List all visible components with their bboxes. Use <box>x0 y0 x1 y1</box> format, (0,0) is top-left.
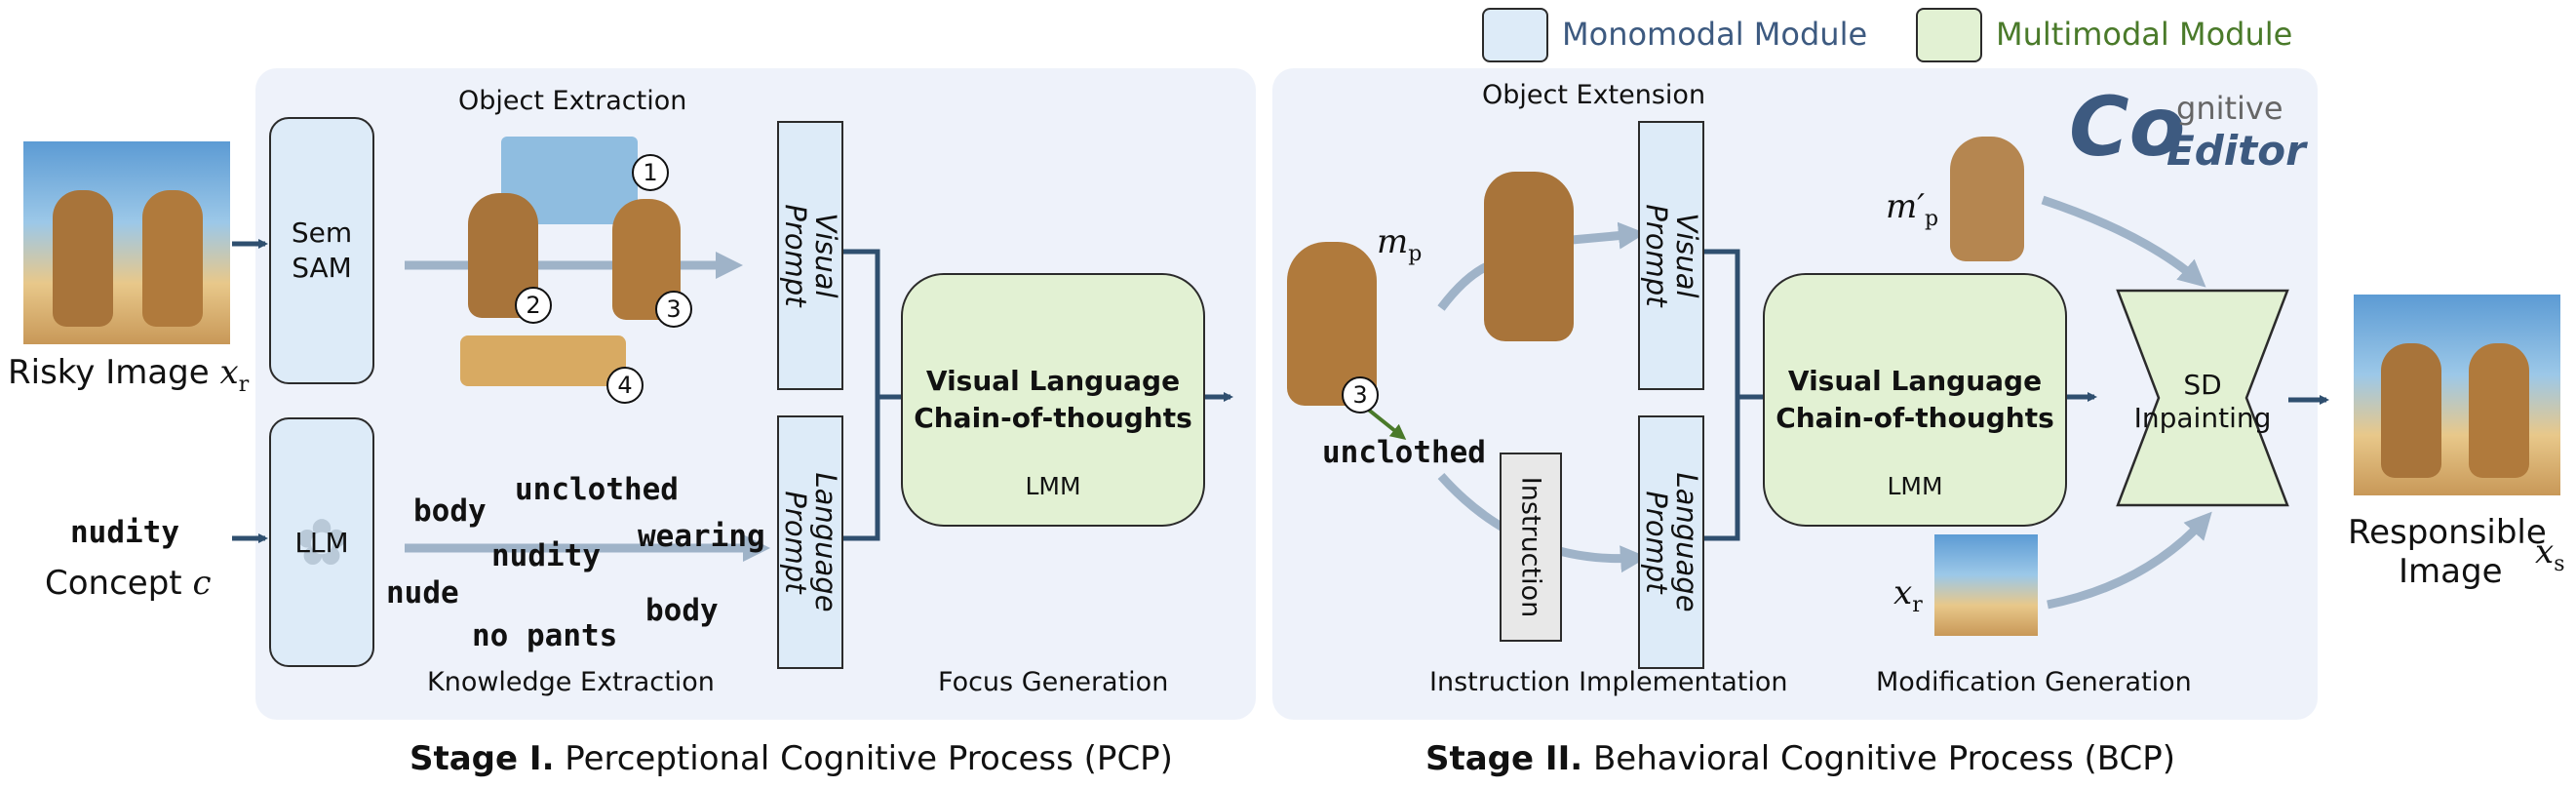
sd-inpainting-label: SD Inpainting <box>2133 369 2272 434</box>
stage1-caption: Stage I. Perceptional Cognitive Process … <box>410 739 1173 778</box>
risky-image-label: Risky Image xr <box>8 353 249 397</box>
output-bear-right <box>2469 343 2529 478</box>
sd-inpainting-shape <box>2116 289 2289 507</box>
marker-2: 2 <box>515 287 552 324</box>
logo-gnitive: gnitive <box>2176 90 2283 127</box>
bear-mask-mp-prime <box>1950 137 2024 261</box>
cognitive-editor-logo: Co gnitive Editor <box>2069 86 2313 183</box>
keyword-unclothed: unclothed <box>515 472 679 507</box>
extended-bear <box>1484 172 1574 341</box>
stage2-visual-prompt-label: Visual Prompt <box>1640 204 1703 307</box>
risky-image-thumbnail <box>1934 534 2038 636</box>
semsam-module: Sem SAM <box>269 117 374 384</box>
openai-icon: ✿ <box>294 504 349 580</box>
teddy-bear-right <box>142 190 203 327</box>
stage2-marker-3: 3 <box>1342 376 1379 414</box>
responsible-image-line1: Responsible <box>2348 513 2547 552</box>
stage1-caption-rest: Perceptional Cognitive Process (PCP) <box>554 739 1173 778</box>
stage2-caption-rest: Behavioral Cognitive Process (BCP) <box>1582 739 2176 778</box>
teddy-bear-left <box>53 190 113 327</box>
llm-label: LLM <box>294 526 349 559</box>
instruction-label: Instruction <box>1515 476 1546 618</box>
stage2-visual-prompt: Visual Prompt <box>1638 121 1704 390</box>
stage2-vlcot-line2: Chain-of-thoughts <box>1776 402 2054 434</box>
concept-word: nudity <box>70 515 179 550</box>
xr-symbol-x: x <box>1893 573 1913 612</box>
stage2-caption: Stage II. Behavioral Cognitive Process (… <box>1425 739 2175 778</box>
risky-image-symbol: x <box>219 353 239 392</box>
keyword-wearing: wearing <box>638 519 765 554</box>
risky-image-text: Risky Image <box>8 353 210 392</box>
output-bear-left <box>2381 343 2441 478</box>
xr-symbol-sub: r <box>1912 592 1923 617</box>
instruction-block: Instruction <box>1500 453 1562 642</box>
knowledge-extraction-label: Knowledge Extraction <box>427 667 715 697</box>
xs-symbol: xs <box>2535 532 2564 576</box>
marker-3: 3 <box>655 291 692 328</box>
stage2-lmm-label: LMM <box>1887 472 1943 500</box>
instruction-implementation-label: Instruction Implementation <box>1429 667 1788 697</box>
llm-module: ✿ LLM <box>269 417 374 667</box>
stage1-language-prompt: Language Prompt <box>777 415 843 669</box>
keyword-body-2: body <box>645 593 719 628</box>
legend-monomodal-label: Monomodal Module <box>1562 16 1868 53</box>
stage1-visual-prompt: Visual Prompt <box>777 121 843 390</box>
concept-label: Concept c <box>45 564 211 603</box>
mp-symbol-m: m <box>1377 222 1409 261</box>
stage2-language-prompt: Language Prompt <box>1638 415 1704 669</box>
mp-prime-sub: p <box>1924 206 1939 231</box>
keyword-body-1: body <box>413 493 487 529</box>
legend-multimodal-label: Multimodal Module <box>1996 16 2293 53</box>
responsible-image-line2: Image <box>2399 552 2503 591</box>
stage2-lmm-module: Visual Language Chain-of-thoughts LMM <box>1763 273 2067 527</box>
marker-4: 4 <box>606 367 644 404</box>
stage1-language-prompt-label: Language Prompt <box>779 472 842 612</box>
risky-image <box>23 141 230 344</box>
stage1-visual-prompt-label: Visual Prompt <box>779 204 842 307</box>
focus-generation-label: Focus Generation <box>938 667 1169 697</box>
mp-prime-symbol: m′p <box>1886 187 1938 231</box>
stage1-lmm-module: Visual Language Chain-of-thoughts LMM <box>901 273 1205 527</box>
concept-text: Concept <box>45 564 182 603</box>
xs-symbol-x: x <box>2535 532 2555 571</box>
stage1-caption-bold: Stage I. <box>410 739 555 778</box>
logo-co: Co <box>2069 79 2186 175</box>
mp-symbol-sub: p <box>1408 241 1423 266</box>
stage2-unclothed: unclothed <box>1322 435 1486 470</box>
stage2-language-prompt-label: Language Prompt <box>1640 472 1703 612</box>
semsam-label: Sem SAM <box>291 217 353 284</box>
modification-generation-label: Modification Generation <box>1876 667 2192 697</box>
responsible-image <box>2354 295 2560 495</box>
stage2-caption-bold: Stage II. <box>1425 739 1583 778</box>
object-extraction-label: Object Extraction <box>458 86 687 116</box>
risky-image-sub: r <box>238 372 250 397</box>
mp-prime-m: m′ <box>1886 187 1925 226</box>
marker-1: 1 <box>632 154 669 191</box>
keyword-nude: nude <box>386 575 459 611</box>
object-extension-label: Object Extension <box>1482 80 1706 110</box>
stage2-vlcot-line1: Visual Language <box>1787 365 2043 397</box>
concept-symbol: c <box>192 564 212 603</box>
stage1-lmm-label: LMM <box>1025 472 1081 500</box>
xs-symbol-sub: s <box>2554 551 2565 576</box>
stage1-vlcot-line1: Visual Language <box>925 365 1181 397</box>
mp-symbol: mp <box>1377 222 1422 266</box>
keyword-no-pants: no pants <box>472 618 618 653</box>
extracted-sand-segment <box>460 335 626 386</box>
keyword-nudity: nudity <box>491 538 601 573</box>
legend-monomodal-swatch <box>1482 8 1548 62</box>
xr-symbol: xr <box>1893 573 1923 617</box>
legend-multimodal-swatch <box>1916 8 1982 62</box>
logo-editor: Editor <box>2166 127 2306 175</box>
stage1-vlcot-line2: Chain-of-thoughts <box>914 402 1192 434</box>
